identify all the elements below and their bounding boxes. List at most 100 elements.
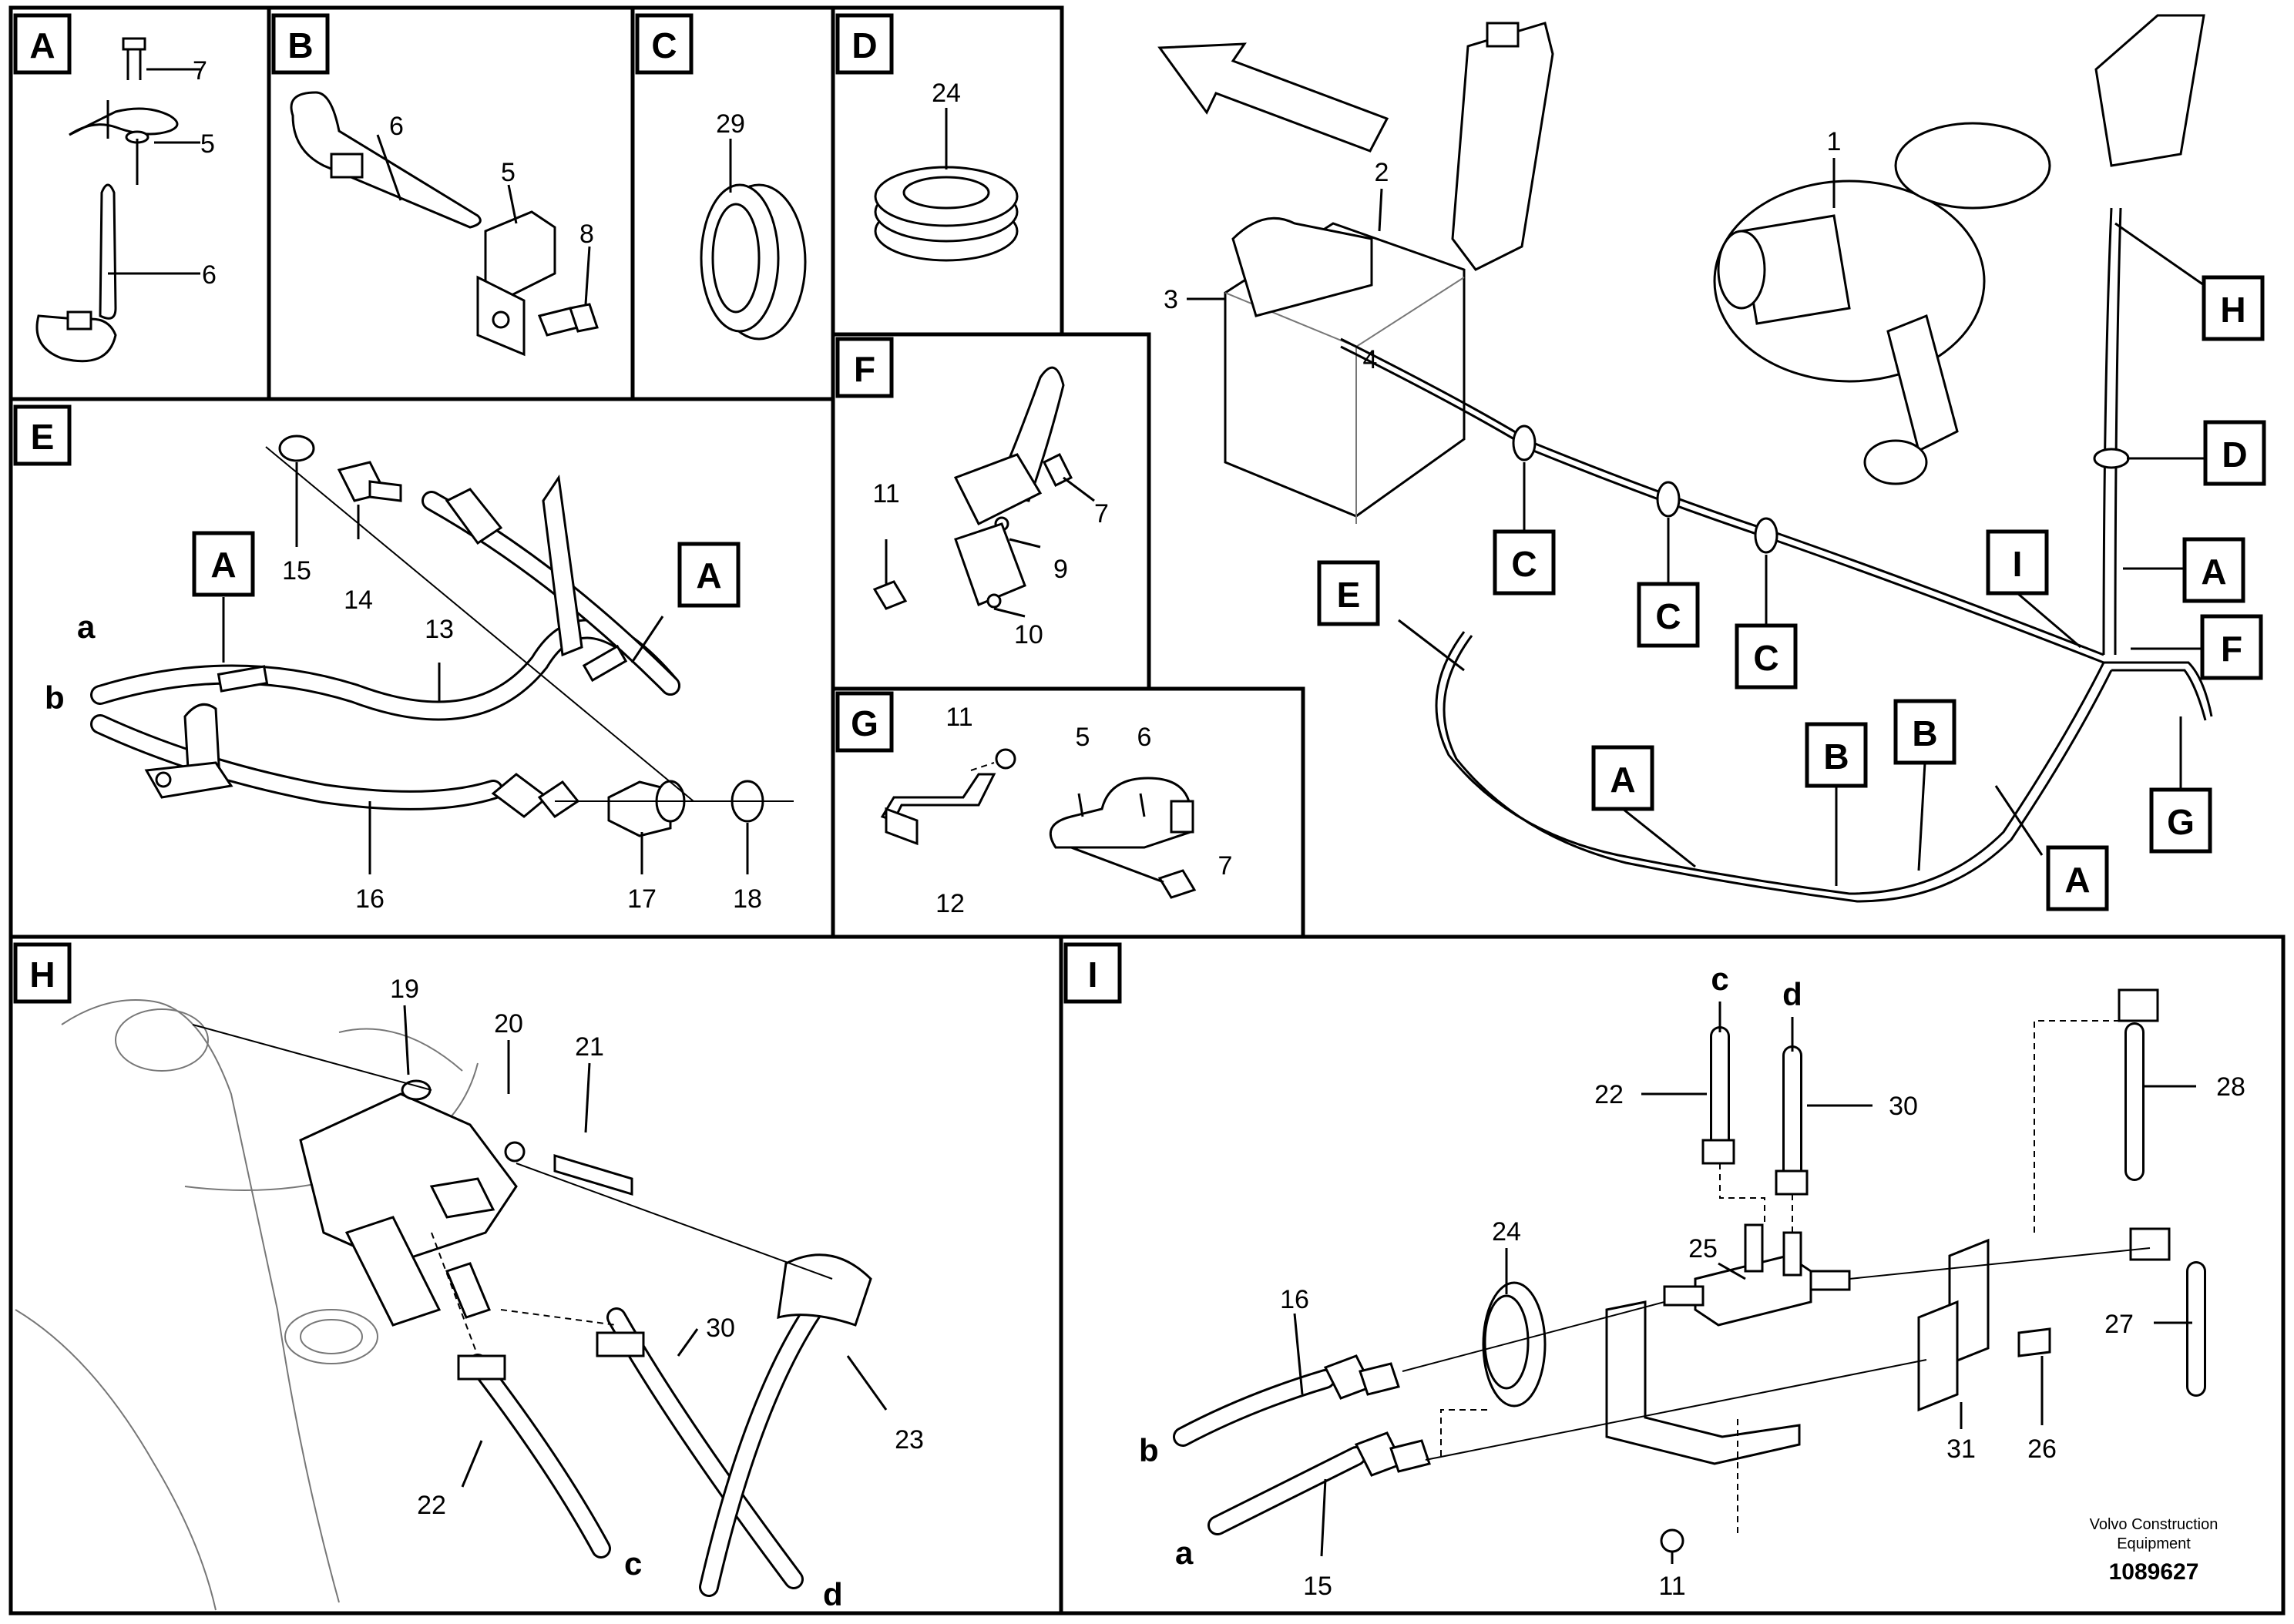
callout-b-8: 8: [579, 220, 594, 249]
panel-a-drawing: [35, 37, 200, 363]
callout-a-5: 5: [200, 129, 215, 159]
svg-text:C: C: [1753, 638, 1778, 678]
callout-f-11: 11: [872, 479, 899, 508]
panel-e-tag-a1: A: [192, 531, 255, 597]
panel-tag-a: A: [13, 13, 72, 75]
callout-h-23: 23: [895, 1425, 924, 1455]
svg-text:B: B: [1912, 713, 1937, 753]
callout-a-6: 6: [202, 260, 217, 290]
svg-text:B: B: [1823, 737, 1849, 777]
svg-text:A: A: [210, 545, 236, 585]
callout-h-19: 19: [390, 975, 419, 1004]
panel-tag-i: I: [1063, 942, 1122, 1004]
svg-text:D: D: [2222, 435, 2247, 475]
svg-text:C: C: [651, 25, 677, 65]
panel-tag-g: G: [835, 691, 894, 753]
svg-text:E: E: [31, 417, 55, 457]
callout-e-14: 14: [344, 586, 373, 615]
callout-f-9: 9: [1053, 555, 1068, 584]
callout-i-26: 26: [2027, 1434, 2057, 1464]
svg-text:C: C: [1511, 544, 1537, 584]
callout-i-28: 28: [2216, 1072, 2245, 1102]
callout-h-21: 21: [575, 1032, 604, 1062]
panel-tag-b: B: [271, 13, 330, 75]
svg-text:A: A: [2201, 552, 2226, 592]
panel-e-tag-a2: A: [677, 542, 741, 608]
panel-f-drawing: [872, 366, 1095, 618]
callout-i-16: 16: [1280, 1285, 1309, 1314]
callout-h-20: 20: [494, 1009, 523, 1038]
svg-text:A: A: [1610, 760, 1635, 800]
callout-g-7: 7: [1218, 851, 1233, 881]
callout-e-a: a: [77, 609, 96, 645]
callout-g-5: 5: [1076, 723, 1090, 752]
callout-e-16: 16: [355, 884, 385, 914]
callout-i-b: b: [1139, 1432, 1159, 1468]
callout-d-24: 24: [932, 79, 961, 108]
callout-h-30: 30: [706, 1314, 735, 1343]
panel-tag-f: F: [835, 337, 894, 398]
panel-tag-e: E: [13, 404, 72, 466]
svg-text:F: F: [854, 349, 875, 389]
callout-i-15: 15: [1303, 1572, 1332, 1601]
panel-b-drawing: [290, 91, 599, 357]
svg-text:A: A: [29, 25, 55, 65]
callout-h-d: d: [823, 1576, 843, 1612]
panel-c-drawing: [700, 139, 807, 341]
callout-g-12: 12: [935, 889, 965, 918]
document-number: 1089627: [2109, 1559, 2199, 1585]
svg-text:I: I: [1088, 955, 1098, 995]
direction-arrow: [1157, 42, 1389, 153]
panel-frames: [8, 5, 2286, 1616]
callout-i-24: 24: [1492, 1217, 1521, 1247]
callout-e-b: b: [45, 679, 65, 716]
callout-e-17: 17: [627, 884, 657, 914]
panel-g-drawing: [880, 748, 1197, 899]
callout-i-22: 22: [1594, 1080, 1624, 1109]
svg-text:A: A: [696, 555, 721, 596]
callout-h-22: 22: [417, 1491, 446, 1520]
callout-i-27: 27: [2104, 1310, 2134, 1339]
panel-tag-d: D: [835, 13, 894, 75]
callout-h-c: c: [624, 1545, 642, 1582]
callout-i-30: 30: [1889, 1092, 1918, 1121]
brand-line-1: Volvo Construction: [2090, 1516, 2218, 1533]
svg-text:G: G: [2167, 802, 2195, 842]
callout-b-6: 6: [389, 112, 404, 141]
callout-g-11: 11: [945, 703, 972, 732]
callout-a-7: 7: [193, 56, 207, 86]
svg-text:C: C: [1655, 596, 1681, 636]
callout-i-c: c: [1711, 961, 1728, 997]
callout-overview-2: 2: [1375, 158, 1389, 187]
svg-text:I: I: [2013, 544, 2023, 584]
overview-tags: C C C D E A F G H I A B B A: [1317, 222, 2266, 911]
brand-line-2: Equipment: [2117, 1535, 2191, 1552]
callout-b-5: 5: [501, 158, 516, 187]
svg-text:B: B: [287, 25, 313, 65]
callout-f-10: 10: [1014, 620, 1043, 649]
panel-e-drawing: [90, 435, 794, 874]
svg-text:E: E: [1337, 575, 1361, 615]
panel-tag-h: H: [13, 942, 72, 1004]
svg-text:G: G: [851, 703, 878, 743]
svg-text:F: F: [2221, 629, 2242, 669]
callout-overview-3: 3: [1164, 285, 1178, 314]
callout-e-18: 18: [733, 884, 762, 914]
panel-tag-c: C: [635, 13, 694, 75]
panel-letter-tags: A B C D F G E H I: [13, 13, 1122, 1004]
svg-text:H: H: [2220, 290, 2245, 330]
callout-i-a: a: [1175, 1535, 1194, 1571]
svg-text:H: H: [29, 955, 55, 995]
callout-e-13: 13: [425, 615, 454, 644]
callout-i-d: d: [1782, 976, 1802, 1012]
callout-g-6: 6: [1137, 723, 1152, 752]
callout-e-15: 15: [282, 556, 311, 586]
callout-i-25: 25: [1688, 1234, 1718, 1263]
panel-h-drawing: [15, 999, 888, 1611]
panel-d-drawing: [874, 108, 1019, 262]
callout-c-29: 29: [716, 109, 745, 139]
svg-text:D: D: [851, 25, 877, 65]
panel-i-drawing: [1173, 988, 2206, 1564]
callout-i-31: 31: [1946, 1434, 1976, 1464]
